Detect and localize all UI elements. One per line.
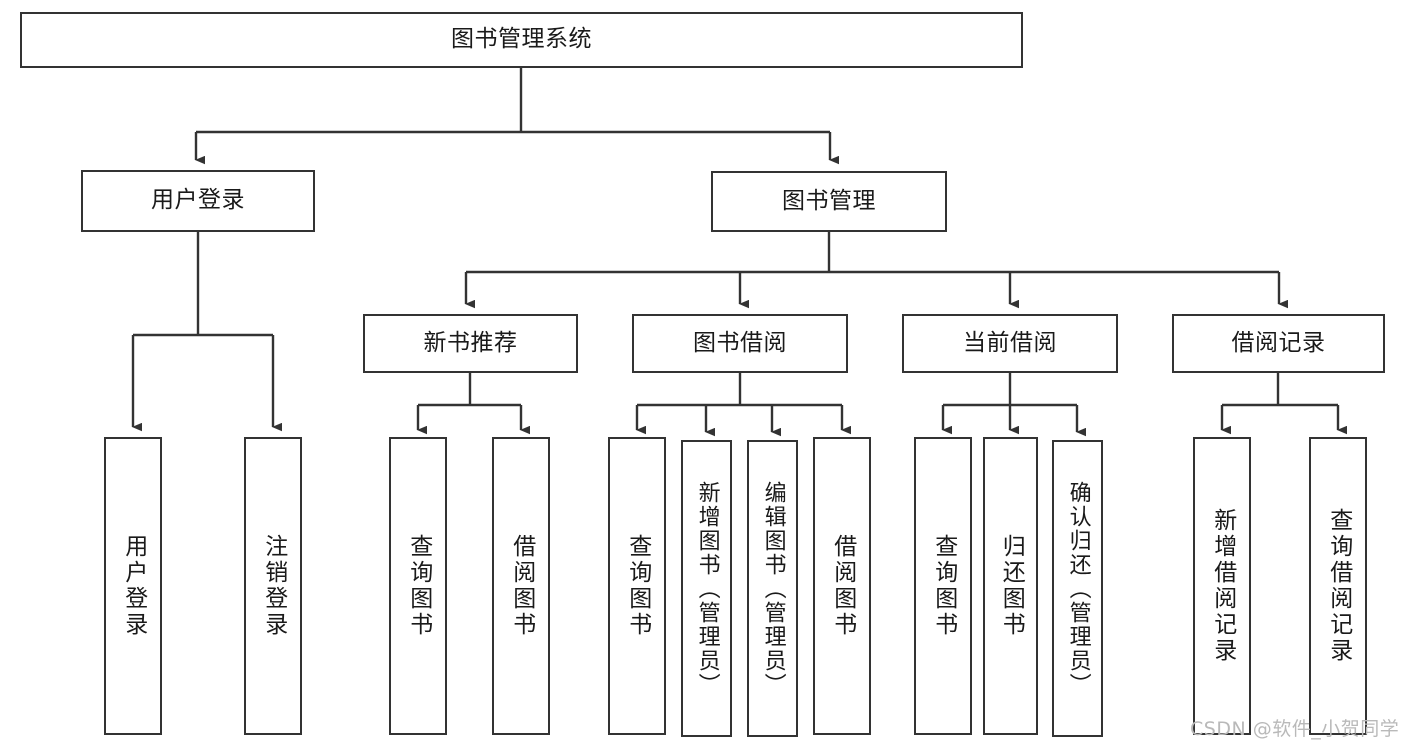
- leaf-confirm-return-admin[interactable]: 确认归还（管理员）: [1052, 440, 1103, 737]
- leaf-query-book-recommend[interactable]: 查询图书: [389, 437, 447, 735]
- node-label: 新书推荐: [423, 329, 518, 356]
- leaf-query-book-current[interactable]: 查询图书: [914, 437, 972, 735]
- node-book-borrow[interactable]: 图书借阅: [632, 314, 848, 373]
- leaf-user-login[interactable]: 用户登录: [104, 437, 162, 735]
- node-label: 查询图书: [930, 534, 957, 638]
- leaf-user-logout[interactable]: 注销登录: [244, 437, 302, 735]
- node-label: 注销登录: [260, 534, 287, 638]
- node-label: 确认归还（管理员）: [1065, 480, 1091, 697]
- leaf-return-book[interactable]: 归还图书: [983, 437, 1038, 735]
- node-label: 图书管理系统: [451, 26, 592, 53]
- node-user-login[interactable]: 用户登录: [81, 170, 315, 232]
- node-label: 借阅图书: [508, 534, 535, 638]
- leaf-edit-book-admin[interactable]: 编辑图书（管理员）: [747, 440, 798, 737]
- node-label: 图书借阅: [693, 329, 787, 356]
- node-label: 查询图书: [405, 534, 432, 638]
- node-label: 用户登录: [120, 534, 147, 638]
- csdn-watermark: CSDN @软件_小贺同学: [1190, 718, 1400, 740]
- leaf-borrow-book[interactable]: 借阅图书: [813, 437, 871, 735]
- node-label: 借阅记录: [1231, 329, 1326, 356]
- leaf-query-book-borrow[interactable]: 查询图书: [608, 437, 666, 735]
- node-label: 查询借阅记录: [1325, 508, 1352, 664]
- leaf-add-book-admin[interactable]: 新增图书（管理员）: [681, 440, 732, 737]
- leaf-add-borrow-record[interactable]: 新增借阅记录: [1193, 437, 1251, 735]
- node-label: 查询图书: [624, 534, 651, 638]
- node-label: 当前借阅: [963, 329, 1057, 356]
- node-label: 借阅图书: [829, 534, 856, 638]
- node-label: 新增借阅记录: [1209, 508, 1236, 664]
- leaf-query-borrow-record[interactable]: 查询借阅记录: [1309, 437, 1367, 735]
- node-new-book-recommend[interactable]: 新书推荐: [363, 314, 578, 373]
- node-label: 图书管理: [782, 187, 876, 214]
- node-label: 用户登录: [151, 187, 245, 214]
- leaf-borrow-book-recommend[interactable]: 借阅图书: [492, 437, 550, 735]
- node-book-management[interactable]: 图书管理: [711, 171, 947, 232]
- node-label: 新增图书（管理员）: [694, 480, 720, 697]
- node-current-borrow[interactable]: 当前借阅: [902, 314, 1118, 373]
- node-root-system[interactable]: 图书管理系统: [20, 12, 1023, 68]
- node-borrow-records[interactable]: 借阅记录: [1172, 314, 1385, 373]
- node-label: 归还图书: [998, 534, 1025, 638]
- node-label: 编辑图书（管理员）: [760, 480, 786, 697]
